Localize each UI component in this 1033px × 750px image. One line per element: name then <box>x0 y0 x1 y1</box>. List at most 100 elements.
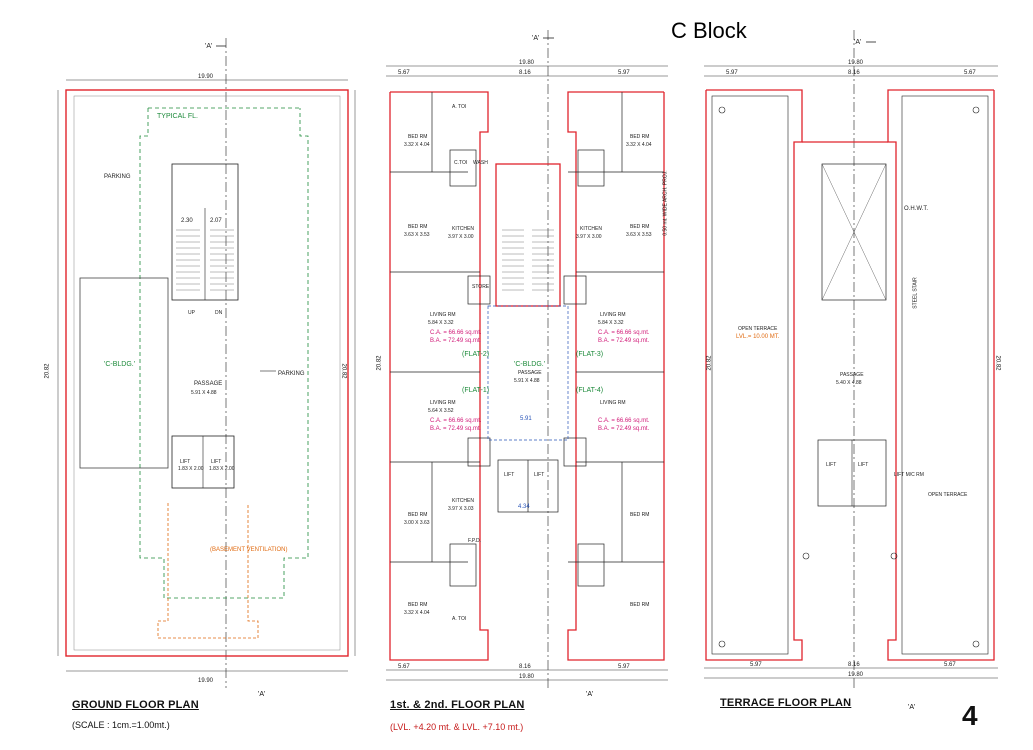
bottom-dim-1: 5.97 <box>750 662 762 668</box>
kitchen-label: KITCHEN <box>452 226 474 232</box>
ground-floor-caption: GROUND FLOOR PLAN <box>72 699 199 711</box>
bottom-dim-2: 8.16 <box>519 664 531 670</box>
bed-rm-label-2: BED RM <box>408 224 427 230</box>
lift2-label: LIFT <box>211 459 221 465</box>
living-rm-label: LIVING RM <box>430 312 456 318</box>
wide-arch-note: 0.50 mt. WIDE ARCH. PROJ. <box>662 170 669 236</box>
lift1-size: 1.83 X 2.00 <box>178 466 204 472</box>
rwp-marker <box>972 640 980 648</box>
section-mark-top: 'A' <box>854 39 861 46</box>
rwp-marker <box>972 106 980 114</box>
living-rm-label-r2: LIVING RM <box>600 400 626 406</box>
bed-rm-label-3: BED RM <box>408 512 427 518</box>
terrace-height-dim-right: 20.82 <box>994 355 1001 371</box>
ground-section-mark-bottom: 'A' <box>258 691 266 698</box>
overall-dim: 19.80 <box>519 60 535 66</box>
ba-label: B.A. = 72.49 sq.mt. <box>430 338 482 344</box>
typical-section-mark-bottom: 'A' <box>586 691 594 698</box>
a-toi-label-2: A. TOI <box>452 616 466 622</box>
section-mark-top: 'A' <box>532 35 539 42</box>
lift-label-2: LIFT <box>534 472 544 478</box>
stair-dim-a: 2.30 <box>181 218 193 224</box>
store-label: STORE <box>472 284 490 290</box>
parking-right-label: PARKING <box>278 371 305 377</box>
kitchen-label-2: KITCHEN <box>452 498 474 504</box>
lift2-size: 1.83 X 2.00 <box>209 466 235 472</box>
bed-rm-label-r3: BED RM <box>630 512 649 518</box>
flat2-label: (FLAT-2) <box>462 351 489 358</box>
basement-label: (BASEMENT VENTILATION) <box>210 547 287 553</box>
bed-rm-size-c: 3.00 X 3.63 <box>404 520 430 526</box>
steel-stair-note: STEEL STAIR <box>912 277 919 309</box>
rwp-marker <box>802 552 810 560</box>
bed-rm-label: BED RM <box>408 134 427 140</box>
ground-height-dim-right: 20.82 <box>340 363 347 379</box>
lift-mc-label: LIFT M/C RM <box>894 472 924 478</box>
building-label: 'C-BLDG.' <box>514 361 545 368</box>
ba-label-2: B.A. = 72.49 sq.mt. <box>430 426 482 432</box>
living-rm-label-2: LIVING RM <box>430 400 456 406</box>
bed-rm-size-r2: 3.63 X 3.53 <box>626 232 652 238</box>
bed-rm-label-4: BED RM <box>408 602 427 608</box>
wash-label: WASH <box>473 160 488 166</box>
top-dim-3: 5.97 <box>618 70 630 76</box>
flat1-label: (FLAT-1) <box>462 387 489 394</box>
typical-height-dim: 20.82 <box>376 355 383 371</box>
width-dim-bottom: 19.90 <box>198 678 214 684</box>
fpd-label: F.P.D. <box>468 538 481 544</box>
top-dim-1: 5.97 <box>726 70 738 76</box>
lift-label-2: LIFT <box>858 462 868 468</box>
passage-label: PASSAGE <box>518 370 542 376</box>
kitchen-size-r: 3.97 X 3.00 <box>576 234 602 240</box>
flat4-label: (FLAT-4) <box>576 387 603 394</box>
a-toi-label: A. TOI <box>452 104 466 110</box>
open-terrace-label-2: OPEN TERRACE <box>928 492 968 498</box>
ba-label-r: B.A. = 72.49 sq.mt. <box>598 338 650 344</box>
bed-rm-size-d: 3.32 X 4.04 <box>404 610 430 616</box>
lift-label: LIFT <box>826 462 836 468</box>
typical-fl-label: TYPICAL FL. <box>157 113 198 120</box>
top-dim-1: 5.67 <box>398 70 410 76</box>
passage-label: PASSAGE <box>194 381 222 387</box>
typical-floor-plan-drawing: 'A' 19.80 5.67 8.16 5.97 <box>386 30 668 690</box>
width-dim: 19.90 <box>198 74 214 80</box>
terrace-height-dim: 20.82 <box>706 355 713 371</box>
ground-height-dim: 20.82 <box>44 363 51 379</box>
parking-top-label: PARKING <box>104 174 131 180</box>
passage-dim: 5.91 <box>520 416 532 422</box>
bed-rm-label-r: BED RM <box>630 134 649 140</box>
dn-label: DN <box>215 310 223 316</box>
outer-walls <box>389 91 665 661</box>
passage-size: 5.91 X 4.88 <box>191 390 217 396</box>
rwp-marker <box>890 552 898 560</box>
ca-label-2: C.A. = 66.66 sq.mt. <box>430 418 482 424</box>
typical-floor-level-note: (LVL. +4.20 mt. & LVL. +7.10 mt.) <box>390 722 524 732</box>
living-size: 5.84 X 3.32 <box>428 320 454 326</box>
terrace-section-mark-bottom: 'A' <box>908 704 916 711</box>
kitchen-size-b: 3.97 X 3.03 <box>448 506 474 512</box>
flat3-label: (FLAT-3) <box>576 351 603 358</box>
bed-rm-size-b: 3.63 X 3.53 <box>404 232 430 238</box>
living-size-r: 5.84 X 3.32 <box>598 320 624 326</box>
page-title: C Block <box>671 18 747 43</box>
passage-size: 5.40 X 4.88 <box>836 380 862 386</box>
building-label: 'C-BLDG.' <box>104 361 135 368</box>
ca-label-r: C.A. = 66.66 sq.mt. <box>598 330 650 336</box>
bottom-dim-3: 5.97 <box>618 664 630 670</box>
passage-size: 5.91 X 4.88 <box>514 378 540 384</box>
typical-floor-caption: 1st. & 2nd. FLOOR PLAN <box>390 699 525 711</box>
ohwt-label: O.H.W.T. <box>904 206 928 212</box>
plot-boundary <box>65 89 349 657</box>
ground-floor-plan-drawing: 'A' 19.90 TYPICAL FL. PARKING 2.30 2.07 … <box>57 38 356 688</box>
top-dim-3: 5.67 <box>964 70 976 76</box>
ca-label-r2: C.A. = 66.66 sq.mt. <box>598 418 650 424</box>
terrace-walls <box>705 89 995 661</box>
bed-rm-size-r: 3.32 X 4.04 <box>626 142 652 148</box>
ba-label-r2: B.A. = 72.49 sq.mt. <box>598 426 650 432</box>
up-label: UP <box>188 310 196 316</box>
bottom-dim-2: 8.16 <box>848 662 860 668</box>
top-dim-2: 8.16 <box>519 70 531 76</box>
section-mark-top: 'A' <box>205 43 212 50</box>
c-toi-label: C.TOI <box>454 160 467 166</box>
page-number: 4 <box>962 700 978 731</box>
